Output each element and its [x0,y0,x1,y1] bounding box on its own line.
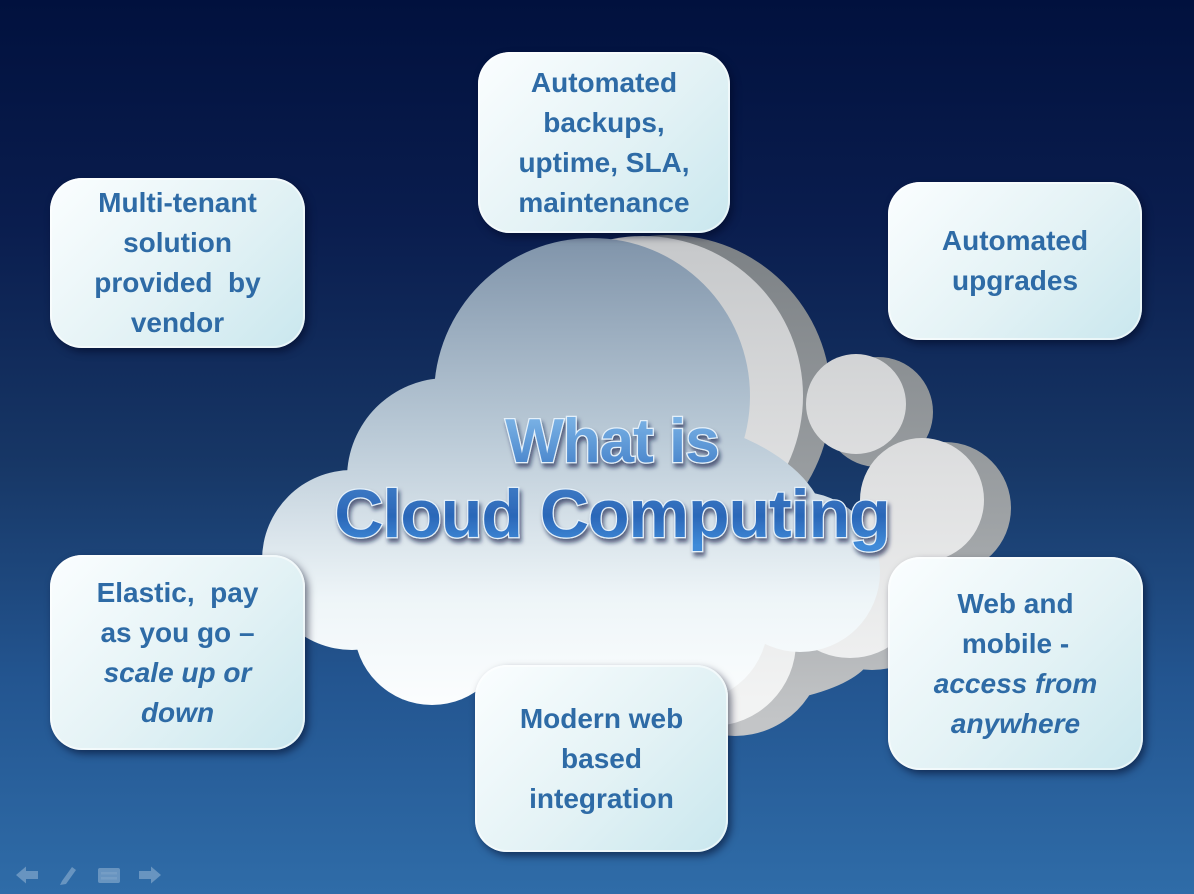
previous-slide-icon[interactable] [14,864,40,886]
callout-text-line: anywhere [950,707,1081,739]
callout-web-mobile: Web and mobile - access from anywhere [888,557,1143,770]
callout-text-line: backups, [543,106,665,138]
callout-multi-tenant: Multi-tenant solution provided by vendor [50,178,305,348]
callout-text-line: upgrades [951,265,1079,296]
callout-modern-web: Modern web based integration [475,665,728,852]
callout-text-line: vendor [130,307,225,338]
callout-text-line: Automated [941,225,1089,256]
callout-automated-backups: Automated backups, uptime, SLA, maintena… [478,52,730,233]
slide-title-line2: Cloud Computing [334,476,889,552]
callout-text-line: maintenance [518,186,690,218]
callout-text-line: solution [123,227,232,258]
callout-text-line: access from [933,667,1098,699]
callout-elastic: Elastic, pay as you go – scale up or dow… [50,555,305,750]
callout-text-line: Web and [957,587,1074,619]
callout-text-line: as you go – [100,616,255,648]
presenter-toolbar [14,864,163,886]
callout-text-line: Elastic, pay [96,576,259,608]
pen-annotate-icon[interactable] [55,864,81,886]
callout-text-line: integration [529,782,674,814]
callout-text-line: down [140,696,215,728]
callout-text-line: scale up or [103,656,252,688]
callout-text-line: Modern web [519,702,684,734]
callout-automated-upgrades: Automated upgrades [888,182,1142,340]
callout-text-line: based [561,742,642,774]
callout-text-line: Automated [530,66,678,98]
slide-menu-icon[interactable] [96,864,122,886]
next-slide-icon[interactable] [137,864,163,886]
callout-text-line: provided by [94,267,261,298]
callout-text-line: uptime, SLA, [518,146,690,178]
callout-text-line: Multi-tenant [98,187,257,218]
callout-text-line: mobile - [961,627,1070,659]
slide-title-line1: What is [505,407,718,476]
